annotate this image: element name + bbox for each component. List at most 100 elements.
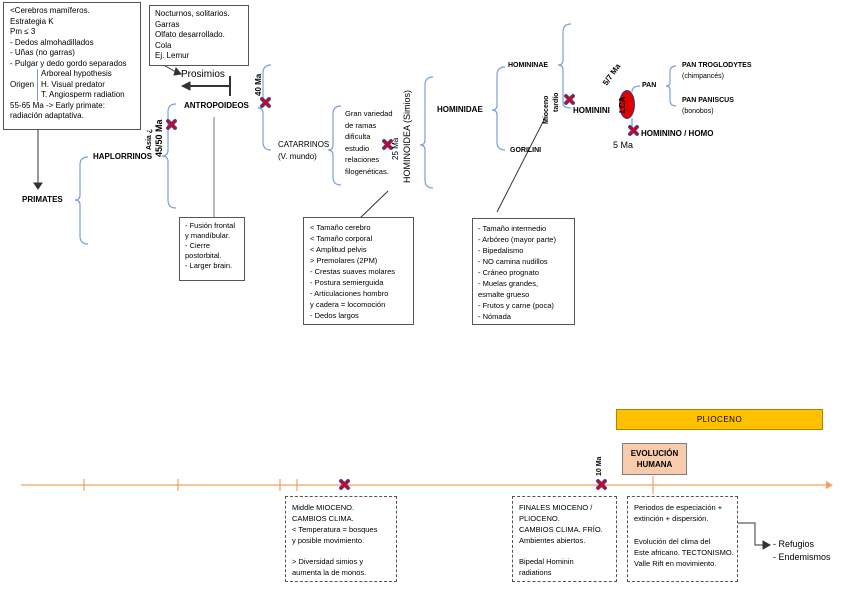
trait: - Cráneo prognato	[478, 268, 539, 277]
bracket-homininae	[557, 23, 572, 109]
note-line: Gran variedad	[345, 109, 393, 118]
spacer	[519, 546, 610, 556]
bracket-pan	[665, 65, 677, 107]
trait: - Dedos largos	[310, 311, 359, 320]
trait: < Tamaño cerebro	[310, 223, 371, 232]
taxon-haplorrinos: HAPLORRINOS	[93, 152, 153, 161]
note-line: CAMBIOS CLIMA. FRÍO.	[519, 525, 603, 534]
trait: Estrategia K	[10, 16, 54, 26]
date-antropoideos: 40 Ma	[254, 73, 263, 96]
note-line: filogenéticas.	[345, 166, 389, 176]
outcomes-list: - Refugios - Endemismos	[773, 538, 831, 564]
catarrinos-note: Gran variedad de ramas dificulta estudio…	[345, 108, 393, 177]
trait: - Cierre	[185, 241, 211, 250]
trait: - Pulgar y dedo gordo separados	[10, 58, 127, 68]
trait: Pm ≤ 3	[10, 27, 36, 36]
trait: - Bipedalismo	[478, 246, 524, 255]
prosimios-traits-box: Nocturnos, solitarios. Garras Olfato des…	[149, 5, 249, 66]
taxon-antropoideos: ANTROPOIDEOS	[184, 101, 249, 110]
trait: > Premolares (2PM)	[310, 256, 378, 265]
note-line: Evolución del clima del	[634, 537, 711, 546]
trait: - Nómada	[478, 312, 511, 321]
note-line: aumenta la de monos.	[292, 568, 367, 577]
date-hominini-1: Mioceno	[543, 95, 550, 124]
primates-traits-box: <Cerebros mamíferos. Estrategia K Pm ≤ 3…	[3, 2, 141, 130]
taxon-pan-paniscus-sub: (bonobos)	[682, 108, 714, 115]
origen-group: Origen Arboreal hypothesis H. Visual pre…	[10, 69, 134, 101]
antropoideos-traits-box: - Fusión frontal y mandíbular. - Cierre …	[179, 217, 245, 281]
evolucion-humana-box: EVOLUCIÓN HUMANA	[622, 443, 687, 475]
note-line: estudio	[345, 143, 370, 153]
outcome-item: - Endemismos	[773, 552, 831, 562]
taxon-hominidae: HOMINIDAE	[437, 105, 483, 114]
trait: - Larger brain.	[185, 261, 233, 270]
note-line: > Diversidad simios y	[292, 557, 364, 566]
note-line: < Temperatura = bosques	[292, 525, 378, 534]
trait: - Postura semierguida	[310, 278, 384, 287]
trait: Ej. Lemur	[155, 51, 190, 60]
note-line: Ambientes abiertos.	[519, 536, 586, 545]
note-line: extinción + dispersión.	[634, 514, 709, 523]
taxon-homininae: HOMININAE	[508, 62, 549, 69]
bracket-haplorrinos	[161, 103, 177, 209]
note-line: Middle MIOCENO.	[292, 503, 355, 512]
evolucion-line: HUMANA	[636, 460, 673, 469]
trait: - Frutos y carne (poca)	[478, 301, 554, 310]
bracket-catarrinos	[327, 105, 342, 186]
pliocene-bar: PLIOCENO	[616, 409, 823, 430]
trait: y mandíbular.	[185, 231, 231, 240]
hominini-traits-box: - Tamaño intermedio - Arbóreo (mayor par…	[472, 218, 575, 325]
origen-list: Arboreal hypothesis H. Visual predator T…	[37, 69, 125, 101]
note-line: FINALES MIOCENO /	[519, 503, 593, 512]
trait: < Tamaño corporal	[310, 234, 373, 243]
trait: Garras	[155, 19, 180, 29]
note-line: PLIOCENO.	[519, 514, 560, 523]
trait: Olfato desarrollado.	[155, 30, 225, 39]
timeline-arrowhead	[826, 481, 833, 489]
lca-node: LCA	[618, 90, 635, 119]
trait: postorbital.	[185, 251, 222, 260]
origen-item: H. Visual predator	[41, 79, 105, 89]
bracket-primates	[74, 156, 89, 245]
note-line: relaciones	[345, 155, 380, 164]
trait: - NO camina nudillos	[478, 257, 548, 266]
spacer	[292, 546, 390, 556]
taxon-pan-troglodytes-sub: (chimpancés)	[682, 73, 725, 80]
date-haplorrinos-1: Asia ¿	[146, 128, 153, 150]
plus-spacer	[634, 524, 731, 536]
trait: Nocturnos, solitarios.	[155, 9, 230, 18]
bracket-hominoidea	[419, 76, 434, 189]
bracket-hominidae	[491, 66, 506, 151]
trait: - Articulaciones hombro	[310, 289, 389, 298]
trait: - Uñas (no garras)	[10, 48, 75, 57]
evolucion-line: EVOLUCIÓN	[630, 449, 679, 458]
note-line: Valle Rift en movimiento.	[634, 559, 717, 568]
note-line: CAMBIOS CLIMA.	[292, 514, 354, 523]
finales-mioceno-box: FINALES MIOCENO / PLIOCENO. CAMBIOS CLIM…	[512, 496, 617, 582]
outcome-item: - Refugios	[773, 539, 815, 549]
taxon-catarrinos-sub: (V. mundo)	[278, 152, 317, 161]
date-haplorrinos-2: 45/50 Ma	[154, 119, 164, 157]
trait: - Muelas grandes,	[478, 279, 539, 288]
hominoidea-traits-box: < Tamaño cerebro < Tamaño corporal < Amp…	[303, 217, 414, 325]
taxon-pan-paniscus: PAN PANISCUS	[682, 97, 734, 104]
note-line: radiations	[519, 568, 552, 577]
taxon-hominoidea: HOMINOIDEA (Simios)	[402, 89, 412, 183]
note-line: de ramas	[345, 120, 377, 130]
trait: - Dedos almohadillados	[10, 37, 94, 47]
periodos-box: Periodos de especiación + extinción + di…	[627, 496, 738, 582]
trait: 55-65 Ma -> Early primate:	[10, 100, 105, 110]
date-hominini-2: tardío	[553, 92, 560, 112]
note-line: Bipedal Hominin	[519, 557, 574, 566]
trait: esmalte grueso	[478, 290, 530, 299]
taxon-pan-troglodytes: PAN TROGLODYTES	[682, 62, 752, 69]
middle-mioceno-box: Middle MIOCENO. CAMBIOS CLIMA. < Tempera…	[285, 496, 397, 582]
trait: <Cerebros mamíferos.	[10, 6, 90, 15]
note-line: Periodos de especiación +	[634, 503, 723, 512]
note-line: y posible movimiento.	[292, 536, 365, 545]
trait: - Fusión frontal	[185, 221, 236, 230]
trait: - Arbóreo (mayor parte)	[478, 235, 556, 244]
trait: y cadera = locomoción	[310, 300, 386, 309]
origen-item: Arboreal hypothesis	[41, 69, 112, 78]
